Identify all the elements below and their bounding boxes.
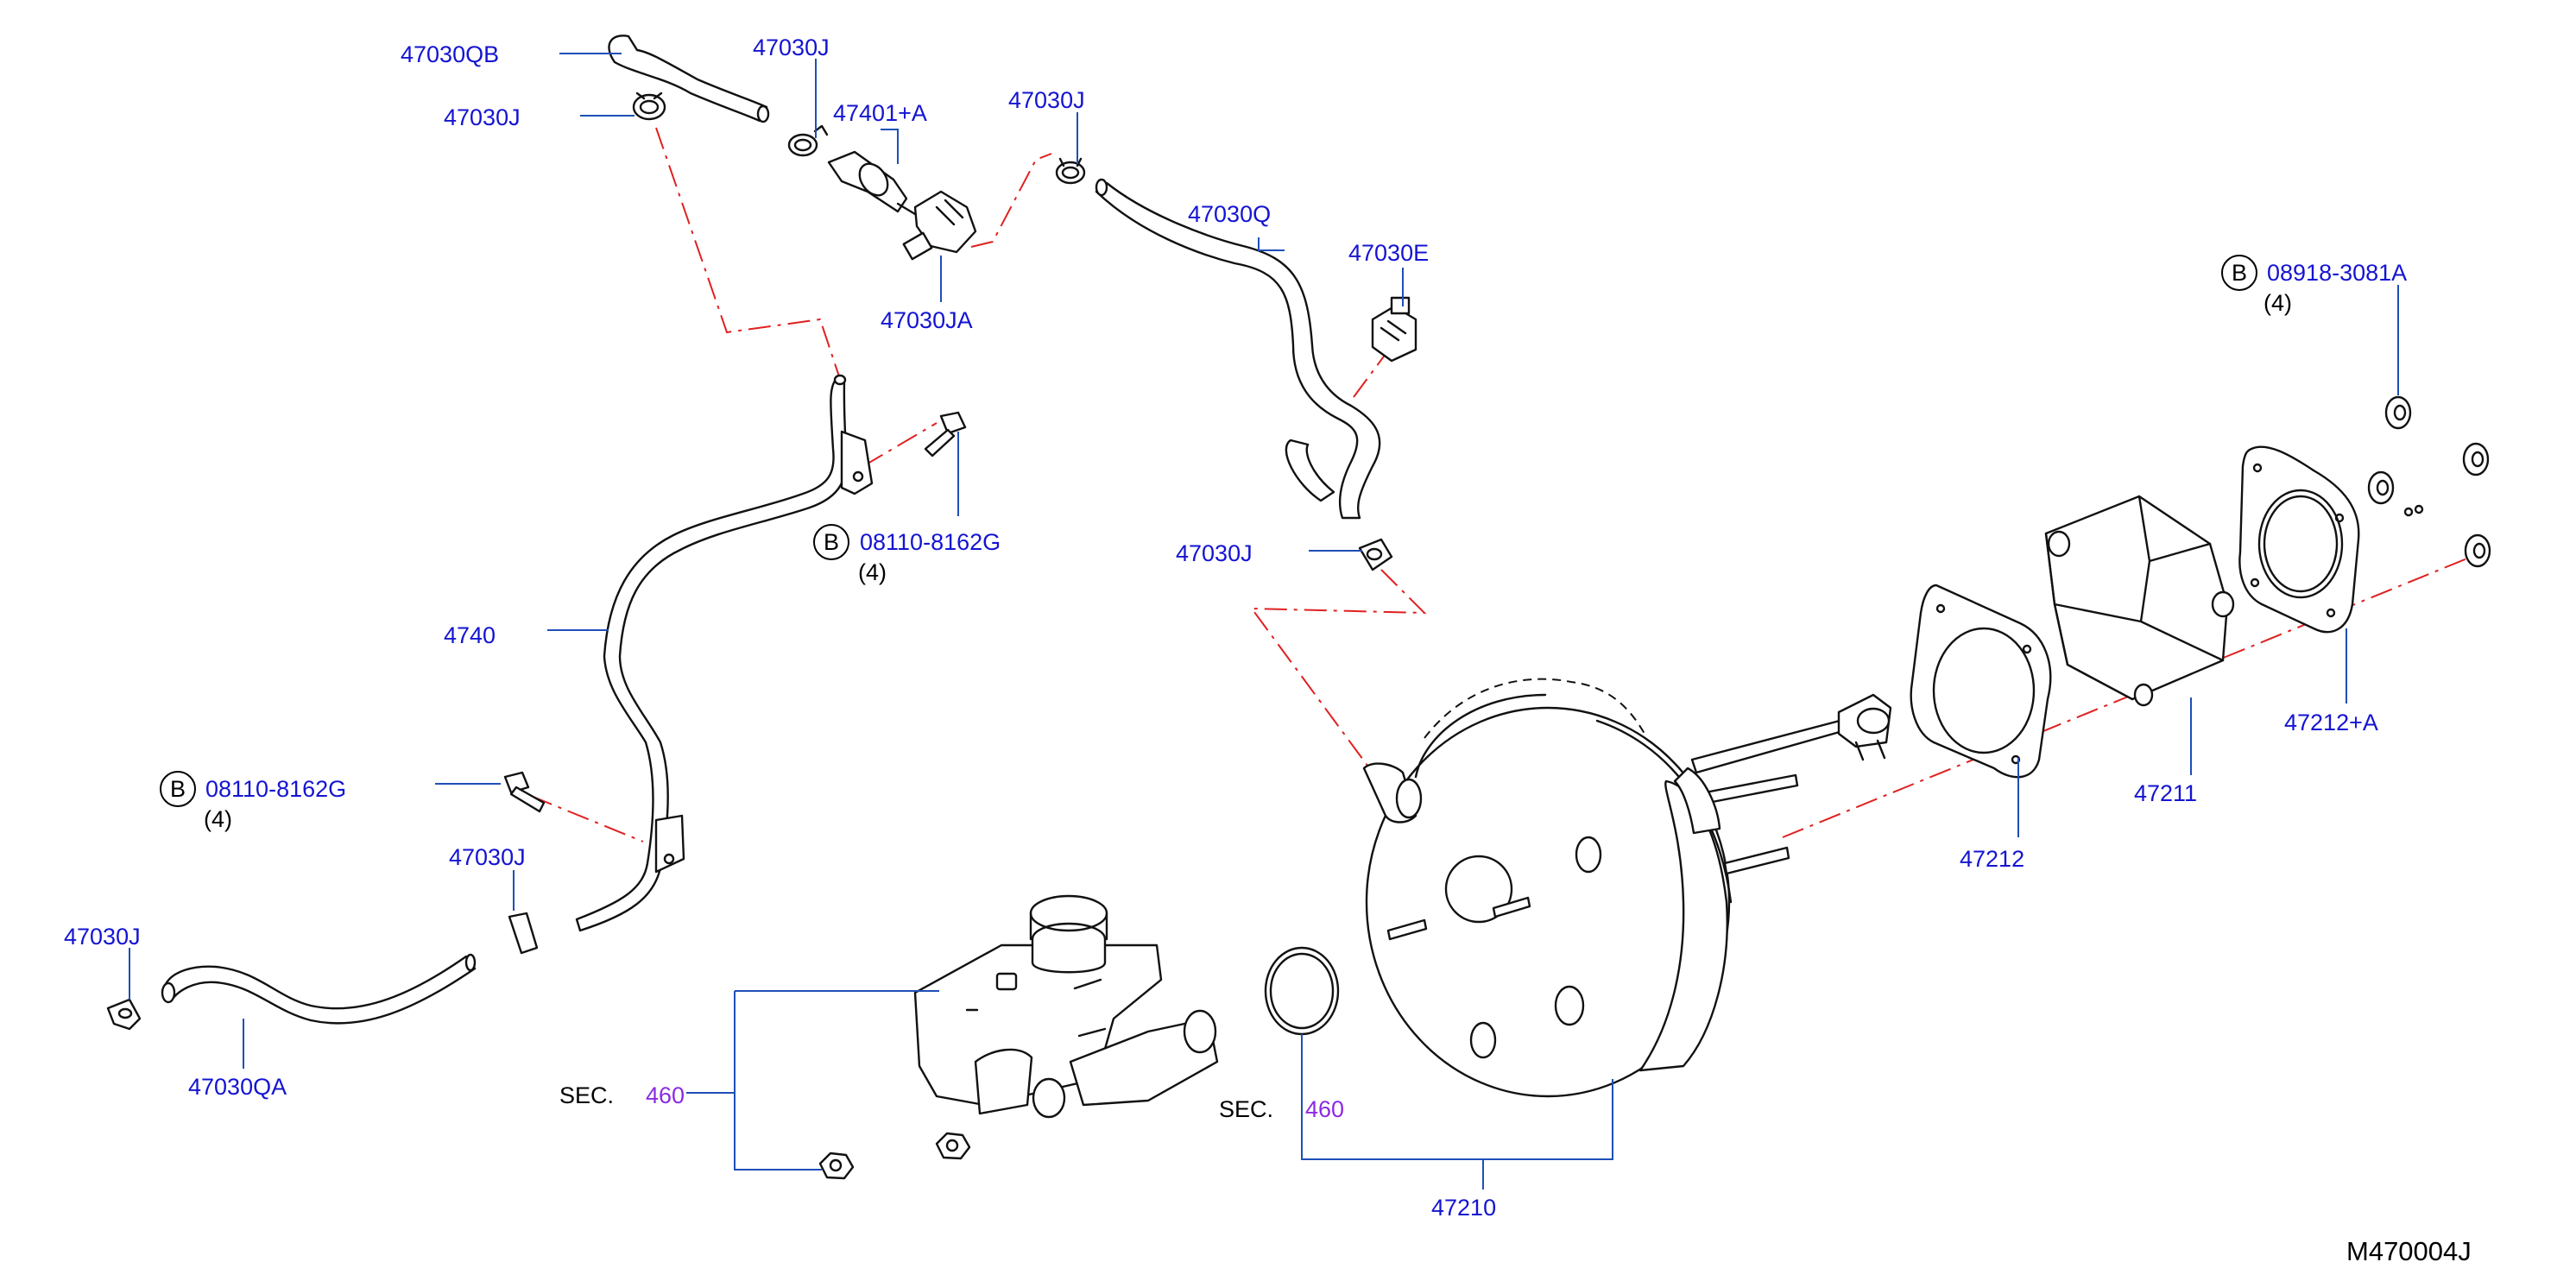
connector-47030e-part[interactable] [1371,296,1417,363]
hose-47030qb-part[interactable] [608,35,770,123]
section-number[interactable]: 460 [646,1082,685,1108]
label-booster[interactable]: 47210 [1431,1195,1496,1221]
badge-letter: B [2232,260,2247,286]
fastener-nut-right[interactable]: B 08918-3081A (4) [2221,255,2407,316]
fastener-bolt-upper[interactable]: B 08110-8162G (4) [813,524,1001,585]
hose-47030q-part[interactable] [1095,178,1381,520]
fastener-code: 08110-8162G [860,529,1001,555]
bolt-upper-part[interactable] [924,411,967,458]
fastener-bolt-lower[interactable]: B 08110-8162G (4) [160,771,346,832]
fastener-qty: (4) [204,806,232,832]
check-valve-part[interactable] [827,150,917,216]
master-cylinder-nut-right-part[interactable] [935,1132,971,1160]
spacer-47211-part[interactable] [2044,495,2235,707]
flange-nut-2[interactable] [2367,470,2395,505]
label-tube-main[interactable]: 4740 [444,622,496,648]
label-clamp-far-left[interactable]: 47030J [64,924,141,950]
o-ring-part[interactable] [1264,946,1340,1036]
label-connector-e[interactable]: 47030E [1348,240,1429,266]
badge-circle [160,771,196,807]
label-clamp-lower[interactable]: 47030J [449,844,526,870]
clamp-mid-part[interactable] [1055,157,1086,185]
master-cylinder-nut-left-part[interactable] [818,1152,855,1180]
gasket-47212a-part[interactable] [2238,445,2360,634]
connection-lines [530,127,2487,842]
fastener-code: 08918-3081A [2267,260,2407,286]
clamp-far-left-part[interactable] [106,998,142,1031]
label-hose-upper[interactable]: 47030QB [401,41,499,67]
label-hose-mid[interactable]: 47030Q [1188,201,1271,227]
label-clamp-upper-left[interactable]: 47030J [444,104,521,130]
bolt-lower-part[interactable] [503,771,546,813]
badge-circle [813,524,849,560]
vacuum-tube-part[interactable] [575,374,874,932]
clamp-upper-left-part[interactable] [632,92,666,121]
flange-nut-4[interactable] [2464,533,2491,568]
label-clamp-booster[interactable]: 47030J [1176,540,1253,566]
label-clamp-top[interactable]: 47030J [753,35,830,60]
badge-circle [2221,255,2257,291]
badge-letter: B [824,529,839,555]
label-connector-a[interactable]: 47030JA [881,307,973,333]
flange-nut-3[interactable] [2462,442,2490,476]
leader-lines [129,53,2399,1190]
clamp-top-part[interactable] [787,124,829,157]
gasket-47212-part[interactable] [1910,584,2052,779]
label-clamp-mid[interactable]: 47030J [1008,87,1085,113]
section-prefix: SEC. [559,1082,614,1108]
label-gasket[interactable]: 47212 [1960,846,2024,872]
badge-letter: B [170,776,186,802]
clamp-lower-part[interactable] [508,912,539,955]
section-number[interactable]: 460 [1305,1096,1344,1122]
label-hose-lower[interactable]: 47030QA [188,1074,287,1100]
flange-nut-1[interactable] [2384,395,2412,430]
connector-47030ja-part[interactable] [902,190,977,261]
diagram-id: M470004J [2346,1236,2472,1266]
clamp-booster-part[interactable] [1358,538,1393,571]
flange-nuts-part[interactable] [2367,395,2491,568]
label-check-valve[interactable]: 47401+A [833,100,927,126]
label-gasket-plus[interactable]: 47212+A [2284,710,2378,735]
part-labels: 47030QB 47030J 47030J 47401+A 47030JA 47… [64,35,2378,1221]
hose-47030qa-part[interactable] [161,953,477,1025]
label-spacer[interactable]: 47211 [2134,780,2197,806]
section-ref-o-ring[interactable]: SEC. 460 [1219,1096,1344,1122]
section-ref-master-cylinder[interactable]: SEC. 460 [559,1082,685,1108]
fastener-code: 08110-8162G [205,776,346,802]
fastener-qty: (4) [858,559,887,585]
brake-booster-part[interactable] [1362,678,1892,1098]
fastener-qty: (4) [2263,290,2292,316]
section-prefix: SEC. [1219,1096,1273,1122]
master-cylinder-part[interactable] [913,894,1219,1119]
